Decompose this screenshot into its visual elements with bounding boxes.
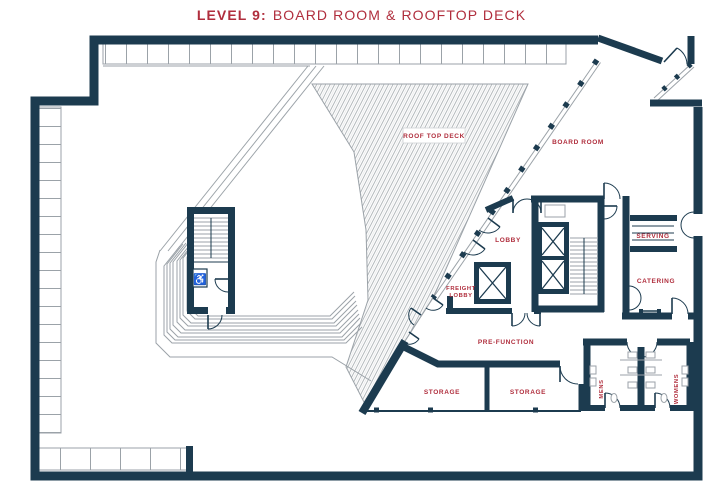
stair-shaft-west: ♿ <box>187 207 235 330</box>
room-label-storage-east: STORAGE <box>510 389 546 396</box>
wheelchair-icon: ♿ <box>193 273 207 286</box>
room-label-roof-top-deck: ROOF TOP DECK <box>403 133 465 140</box>
title-level: LEVEL 9: <box>196 7 267 23</box>
outer-wall <box>30 35 703 481</box>
outer-wall-northeast <box>596 34 702 107</box>
chamfer-glazing <box>652 62 695 102</box>
column <box>533 407 538 413</box>
freight-elevator-x <box>478 266 507 300</box>
room-label-freight-lobby-2: LOBBY <box>449 293 472 299</box>
column <box>428 407 433 413</box>
room-label-pre-function: PRE-FUNCTION <box>478 339 534 346</box>
deck-hatch <box>311 83 529 408</box>
room-label-catering: CATERING <box>637 278 675 285</box>
storage-diagonal-wall <box>358 338 409 416</box>
facade-band-top <box>102 43 567 65</box>
core-closet <box>544 204 566 218</box>
serving-counters <box>632 225 674 241</box>
title-rest: BOARD ROOM & ROOFTOP DECK <box>272 7 527 23</box>
glass-wall-mullions <box>430 58 600 300</box>
band-end-post <box>186 446 193 472</box>
room-label-lobby: LOBBY <box>495 237 521 244</box>
interior-walls <box>358 195 698 416</box>
room-label-mens: MENS <box>599 379 605 398</box>
column <box>374 407 379 413</box>
restroom-fixtures <box>589 351 689 403</box>
glass-wall <box>404 58 601 342</box>
roof-deck-label-box <box>402 127 466 144</box>
page-title: LEVEL 9: BOARD ROOM & ROOFTOP DECK <box>0 7 723 23</box>
room-label-board-room: BOARD ROOM <box>552 139 604 146</box>
storage-north-wall <box>398 341 560 368</box>
facade-band-bottom <box>36 447 188 471</box>
refuge-area-box <box>192 268 208 288</box>
room-label-womens: WOMENS <box>674 374 680 404</box>
room-label-serving: SERVING <box>636 233 669 240</box>
elevator-core <box>474 204 598 304</box>
elevator-x <box>541 227 565 290</box>
room-label-freight-lobby-1: FREIGHT <box>446 286 476 292</box>
facade-band-left <box>36 106 62 434</box>
room-label-storage-west: STORAGE <box>424 389 460 396</box>
room-labels: ROOF TOP DECK BOARD ROOM LOBBY FREIGHT L… <box>402 127 680 404</box>
